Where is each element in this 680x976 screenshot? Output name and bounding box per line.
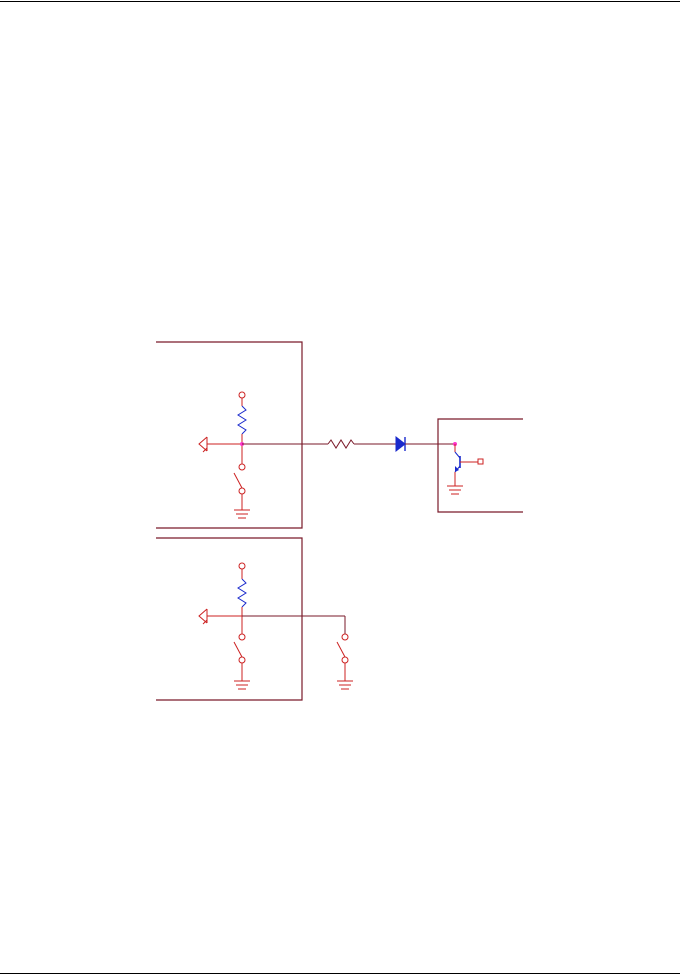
receiver-module-box bbox=[437, 418, 523, 513]
receiver-module bbox=[437, 418, 523, 513]
lower-ground-icon bbox=[234, 680, 250, 690]
upper-module-box bbox=[156, 341, 303, 529]
lower-pullup-terminal bbox=[238, 562, 246, 570]
lower-switch-icon bbox=[233, 633, 246, 664]
npn-transistor-icon bbox=[454, 451, 478, 473]
receiver-ground-icon bbox=[447, 485, 463, 495]
upper-module bbox=[156, 341, 303, 529]
top-page-rule bbox=[0, 1, 680, 2]
bottom-page-rule bbox=[0, 973, 680, 974]
diode-icon bbox=[395, 435, 406, 453]
lower-module bbox=[156, 537, 303, 701]
upper-ground-icon bbox=[234, 509, 250, 519]
terminal-icon bbox=[477, 458, 484, 465]
signal-path bbox=[242, 435, 455, 453]
lower-pullup-resistor-icon bbox=[237, 578, 247, 608]
upper-pullup-resistor-icon bbox=[237, 405, 247, 435]
lower-module-box bbox=[156, 537, 303, 701]
lower-input-port-icon bbox=[198, 608, 208, 625]
upper-input-port-icon bbox=[198, 436, 208, 453]
external-switch-icon bbox=[336, 633, 349, 664]
external-switch-circuit bbox=[242, 615, 353, 690]
upper-switch-icon bbox=[233, 463, 246, 495]
external-ground-icon bbox=[337, 680, 353, 690]
upper-pullup-terminal bbox=[238, 391, 246, 399]
series-resistor-icon bbox=[327, 439, 355, 449]
